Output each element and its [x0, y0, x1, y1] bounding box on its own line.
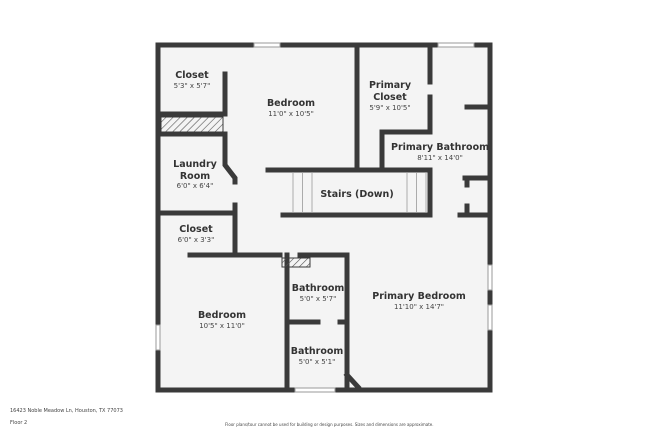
room-dims: 6'0" x 6'4": [177, 182, 214, 190]
disclaimer: Floor plans/tour cannot be used for buil…: [225, 422, 434, 427]
walls: [155, 42, 493, 393]
room-dims: 5'9" x 10'5": [369, 104, 410, 112]
hatched-chase: [160, 116, 224, 133]
room-name: Bedroom: [198, 310, 246, 321]
stair-treads: [292, 172, 427, 213]
room-dims: 5'0" x 5'7": [300, 295, 337, 303]
address: 16423 Noble Meadow Ln, Houston, TX 77073: [10, 408, 123, 414]
room-labels: Closet 5'3" x 5'7" Bedroom 11'0" x 10'5"…: [173, 70, 489, 366]
room-name: Bathroom: [291, 346, 344, 357]
room-name: Closet: [179, 224, 213, 235]
stairs-label: Stairs (Down): [320, 189, 393, 200]
room-dims: 10'5" x 11'0": [199, 322, 245, 330]
room-name: Primary Bathroom: [391, 142, 489, 153]
hatched-chase: [281, 257, 311, 268]
room-name: Primary Bedroom: [372, 291, 466, 302]
room-dims: 8'11" x 14'0": [417, 154, 463, 162]
room-dims: 11'0" x 10'5": [268, 110, 314, 118]
room-name: Bathroom: [292, 283, 345, 294]
room-dims: 6'0" x 3'3": [178, 236, 215, 244]
room-dims: 5'0" x 5'1": [299, 358, 336, 366]
room-dims: 5'3" x 5'7": [174, 82, 211, 90]
room-dims: 11'10" x 14'7": [394, 303, 444, 311]
room-name: Closet: [175, 70, 209, 81]
room-name: Bedroom: [267, 98, 315, 109]
windows: [155, 42, 493, 393]
floor-label: Floor 2: [10, 420, 28, 426]
